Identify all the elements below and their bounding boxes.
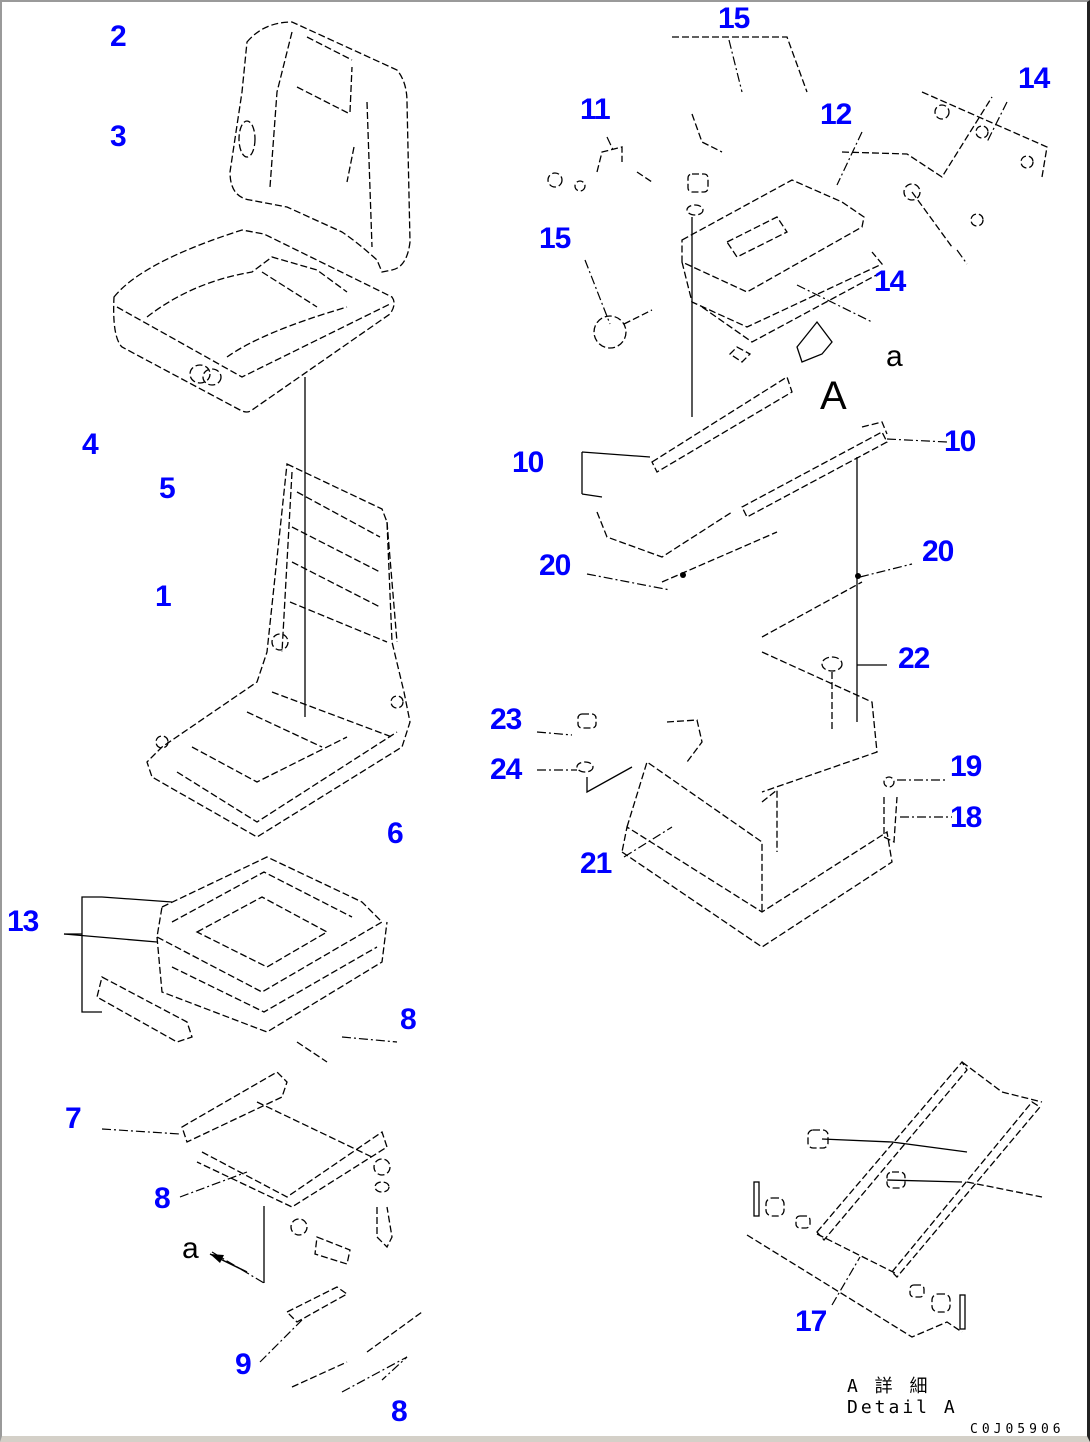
drawing-code: C0J05906 <box>970 1422 1065 1437</box>
seat-cushion <box>113 229 395 413</box>
callout-24[interactable]: 24 <box>490 753 522 786</box>
seat-rails <box>596 376 888 638</box>
suspension-assembly <box>96 856 388 1043</box>
callout-13[interactable]: 13 <box>7 905 39 938</box>
callout-bracket-13 <box>81 896 102 1013</box>
callout-17[interactable]: 17 <box>795 1305 827 1338</box>
callout-22[interactable]: 22 <box>898 642 930 675</box>
callout-15-upper[interactable]: 15 <box>718 2 750 35</box>
callout-5[interactable]: 5 <box>159 472 176 505</box>
callout-11[interactable]: 11 <box>580 93 611 126</box>
callout-21[interactable]: 21 <box>580 847 612 880</box>
seat-frame <box>146 463 411 838</box>
view-label-A: A <box>820 374 847 418</box>
callout-9[interactable]: 9 <box>235 1348 252 1381</box>
detail-a-linkage <box>746 1060 1043 1338</box>
callout-8-lower[interactable]: 8 <box>391 1395 408 1428</box>
view-arrow-label-a-upper: a <box>886 340 903 373</box>
view-arrow-label-a-lower: a <box>182 1232 199 1265</box>
callout-6[interactable]: 6 <box>387 817 404 850</box>
callout-3[interactable]: 3 <box>110 120 127 153</box>
callout-14-upper[interactable]: 14 <box>1018 62 1050 95</box>
callout-4[interactable]: 4 <box>82 428 99 461</box>
callout-15-lower[interactable]: 15 <box>539 222 571 255</box>
callout-1[interactable]: 1 <box>155 580 172 613</box>
seat-base <box>576 651 898 948</box>
callout-20-right[interactable]: 20 <box>922 535 954 568</box>
callout-7[interactable]: 7 <box>65 1102 82 1135</box>
callout-19[interactable]: 19 <box>950 750 982 783</box>
callout-20-left[interactable]: 20 <box>539 549 571 582</box>
callout-23[interactable]: 23 <box>490 703 522 736</box>
detail-caption-japanese: A 詳 細 <box>847 1376 931 1397</box>
callout-8-middle[interactable]: 8 <box>154 1182 171 1215</box>
callout-10-left[interactable]: 10 <box>512 446 544 479</box>
backrest-cushion <box>229 21 411 273</box>
callout-12[interactable]: 12 <box>820 98 852 131</box>
slide-rail-assembly <box>181 1041 423 1388</box>
callout-2[interactable]: 2 <box>110 20 127 53</box>
callout-8-upper[interactable]: 8 <box>400 1003 417 1036</box>
callout-14-lower[interactable]: 14 <box>874 265 906 298</box>
callout-18[interactable]: 18 <box>950 801 982 834</box>
callout-10-right[interactable]: 10 <box>944 425 976 458</box>
suspension-mechanism <box>547 36 1048 363</box>
detail-caption-english: Detail A <box>847 1397 958 1418</box>
